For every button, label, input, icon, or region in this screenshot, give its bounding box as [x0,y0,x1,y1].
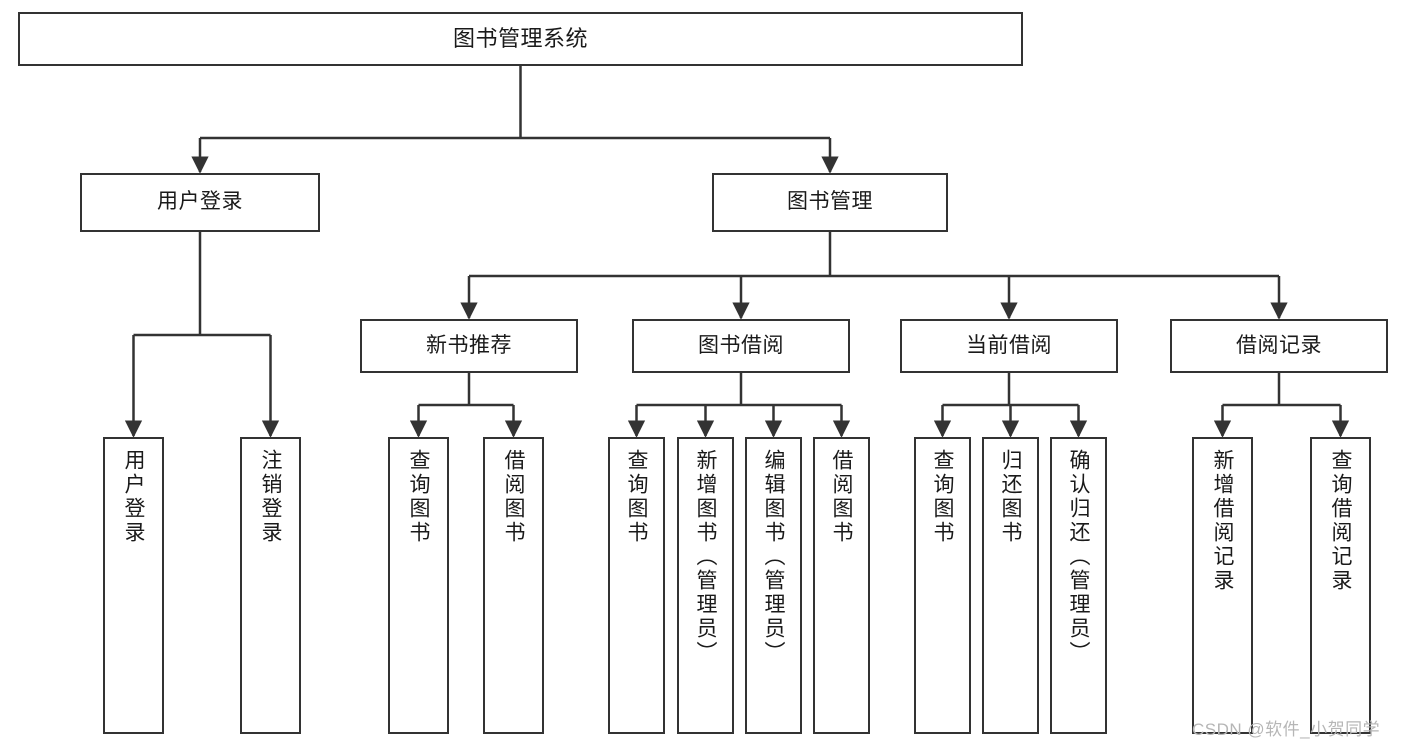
node-label-leaf-logout: 注销登录 [259,449,282,545]
node-new-book-recommend[interactable]: 新书推荐 [360,319,578,373]
node-leaf-add-book[interactable]: 新增图书（管理员） [677,437,734,734]
node-current-borrow[interactable]: 当前借阅 [900,319,1118,373]
node-borrow-record[interactable]: 借阅记录 [1170,319,1388,373]
node-leaf-query-book-1[interactable]: 查询图书 [388,437,449,734]
node-label-leaf-confirm-return: 确认归还（管理员） [1067,449,1090,665]
node-leaf-query-book-2[interactable]: 查询图书 [608,437,665,734]
node-book-borrow[interactable]: 图书借阅 [632,319,850,373]
csdn-watermark: CSDN @软件_小贺同学 [1192,720,1381,739]
node-label-leaf-add-record: 新增借阅记录 [1211,449,1234,593]
node-leaf-confirm-return[interactable]: 确认归还（管理员） [1050,437,1107,734]
node-root[interactable]: 图书管理系统 [18,12,1023,66]
node-label-leaf-borrow-book-1: 借阅图书 [502,449,525,545]
node-label-new-book-recommend: 新书推荐 [426,333,512,357]
node-label-borrow-record: 借阅记录 [1236,333,1322,357]
node-label-user-login: 用户登录 [157,190,243,214]
node-label-leaf-query-book-2: 查询图书 [625,449,648,545]
node-leaf-logout[interactable]: 注销登录 [240,437,301,734]
node-label-book-manage: 图书管理 [787,190,873,214]
node-label-leaf-user-login: 用户登录 [122,449,145,545]
node-label-leaf-query-book-3: 查询图书 [931,449,954,545]
node-label-leaf-borrow-book-2: 借阅图书 [830,449,853,545]
node-label-leaf-return-book: 归还图书 [999,449,1022,545]
node-leaf-user-login[interactable]: 用户登录 [103,437,164,734]
node-leaf-borrow-book-2[interactable]: 借阅图书 [813,437,870,734]
node-label-leaf-edit-book: 编辑图书（管理员） [762,449,785,665]
node-leaf-query-record[interactable]: 查询借阅记录 [1310,437,1371,734]
node-label-leaf-query-record: 查询借阅记录 [1329,449,1352,593]
node-label-leaf-query-book-1: 查询图书 [407,449,430,545]
node-leaf-add-record[interactable]: 新增借阅记录 [1192,437,1253,734]
node-label-root: 图书管理系统 [452,26,588,52]
node-label-book-borrow: 图书借阅 [698,333,784,357]
connector-lines [124,66,1350,438]
node-label-current-borrow: 当前借阅 [966,333,1052,357]
node-user-login[interactable]: 用户登录 [80,173,320,232]
node-label-leaf-add-book: 新增图书（管理员） [694,449,717,665]
node-leaf-return-book[interactable]: 归还图书 [982,437,1039,734]
node-leaf-edit-book[interactable]: 编辑图书（管理员） [745,437,802,734]
node-leaf-borrow-book-1[interactable]: 借阅图书 [483,437,544,734]
node-leaf-query-book-3[interactable]: 查询图书 [914,437,971,734]
node-book-manage[interactable]: 图书管理 [712,173,948,232]
